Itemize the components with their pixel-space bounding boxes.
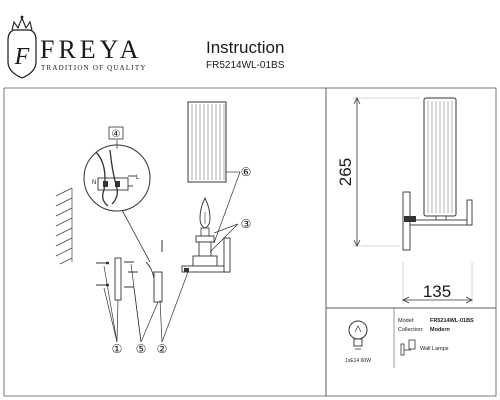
height-dimension: 265 [336, 97, 420, 247]
mounting-plate [114, 240, 163, 303]
brand-crest-icon: F [7, 15, 37, 79]
leader-lines [103, 263, 189, 343]
callout-4-label: ④ [112, 129, 121, 140]
callout-3: ③ [209, 217, 252, 253]
wall-hatching [55, 187, 73, 265]
callout-3-label: ③ [241, 217, 252, 231]
collection-label: Collection: [398, 327, 424, 333]
wall-lamp-icon [400, 339, 416, 356]
lamp-side-view [402, 97, 473, 251]
assembly-panel: L N ④ [3, 87, 327, 397]
terminal-n-label: N [92, 180, 96, 186]
page-title: Instruction [206, 38, 284, 57]
document-header: Instruction FR5214WL-01BS [206, 38, 285, 71]
spec-table: 1xE14 60W Model: FR5214WL-01BS Collectio… [325, 307, 497, 397]
lamp-shade [187, 101, 227, 183]
width-dimension: 135 [402, 262, 473, 304]
callout-6-label: ⑥ [241, 165, 252, 179]
callout-2: ② [157, 342, 168, 356]
category-text: Wall Lamps [420, 346, 449, 352]
dimension-panel: 265 135 [325, 87, 497, 309]
lamp-socket-and-arm [181, 235, 231, 273]
brand-tagline: TRADITION OF QUALITY [41, 64, 147, 72]
lamp-spec-text: 1xE14 60W [345, 358, 371, 364]
callout-1-label: ① [112, 342, 123, 356]
wiring-detail: L N [83, 140, 151, 263]
height-value: 265 [336, 158, 355, 186]
collection-value: Modern [430, 327, 451, 333]
callout-2-label: ② [157, 342, 168, 356]
callout-4: ④ [108, 126, 124, 140]
callout-1: ① [112, 342, 123, 356]
brand-monogram: F [14, 44, 30, 70]
model-value: FR5214WL-01BS [430, 318, 474, 324]
model-label: Model: [398, 318, 415, 324]
brand-header: F FREYA TRADITION OF QUALITY [7, 15, 147, 79]
screws-and-anchors [96, 261, 138, 288]
candle-bulb [199, 196, 211, 237]
light-bulb-icon [348, 320, 368, 350]
callout-5: ⑤ [136, 342, 147, 356]
callout-5-label: ⑤ [136, 342, 147, 356]
width-value: 135 [423, 282, 451, 301]
terminal-l-label: L [136, 175, 140, 181]
brand-name: FREYA [40, 35, 142, 64]
model-code: FR5214WL-01BS [206, 60, 285, 71]
